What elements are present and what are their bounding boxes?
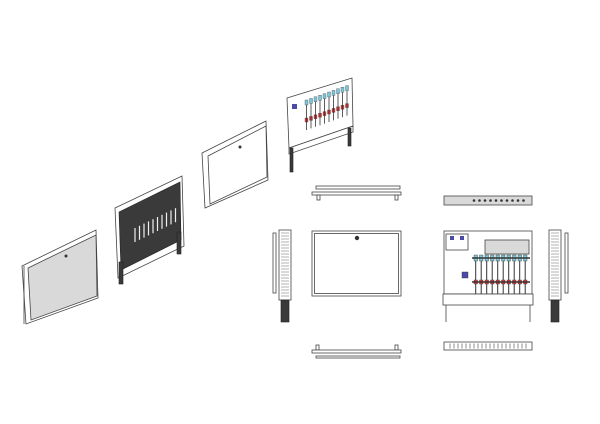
manifold-side-view bbox=[548, 229, 569, 323]
iso-door-white bbox=[201, 120, 269, 209]
iso-return-valve bbox=[345, 85, 349, 91]
outlet-port bbox=[516, 199, 520, 202]
pump bbox=[461, 271, 469, 279]
iso-return-valve bbox=[304, 99, 309, 106]
iso-return-valve bbox=[327, 91, 331, 98]
valve-blue bbox=[450, 236, 454, 240]
outlet-port bbox=[505, 199, 509, 202]
iso-return-valve bbox=[313, 96, 318, 102]
manifold-top-view bbox=[443, 195, 533, 206]
outlet-port bbox=[494, 199, 498, 202]
outlet-port bbox=[500, 199, 503, 202]
door-bottom-view bbox=[311, 344, 402, 359]
door-top-view bbox=[311, 185, 402, 201]
iso-return-valve bbox=[336, 88, 340, 94]
outlet-port bbox=[511, 199, 514, 202]
iso-return-valve bbox=[322, 93, 327, 99]
iso-return-valve bbox=[331, 90, 336, 96]
iso-pump bbox=[292, 104, 297, 109]
outlet-port bbox=[478, 199, 481, 202]
valve-blue bbox=[460, 236, 464, 240]
manifold-bottom-view bbox=[443, 341, 533, 351]
lock-icon bbox=[354, 235, 360, 241]
outlet-port bbox=[522, 199, 525, 202]
iso-cabinet-open-dark bbox=[114, 175, 185, 285]
iso-return-valve bbox=[340, 87, 345, 93]
iso-return-valve bbox=[309, 98, 313, 104]
outlet-port bbox=[489, 199, 492, 202]
iso-cabinet-open-manifold bbox=[286, 77, 354, 173]
iso-return-valve bbox=[318, 95, 322, 101]
outlet-port bbox=[472, 199, 476, 202]
door-side-view bbox=[272, 229, 292, 323]
iso-door-closed bbox=[21, 229, 99, 325]
door-front-view bbox=[311, 230, 402, 297]
outlet-port bbox=[483, 199, 487, 202]
manifold-front-view bbox=[442, 230, 534, 322]
